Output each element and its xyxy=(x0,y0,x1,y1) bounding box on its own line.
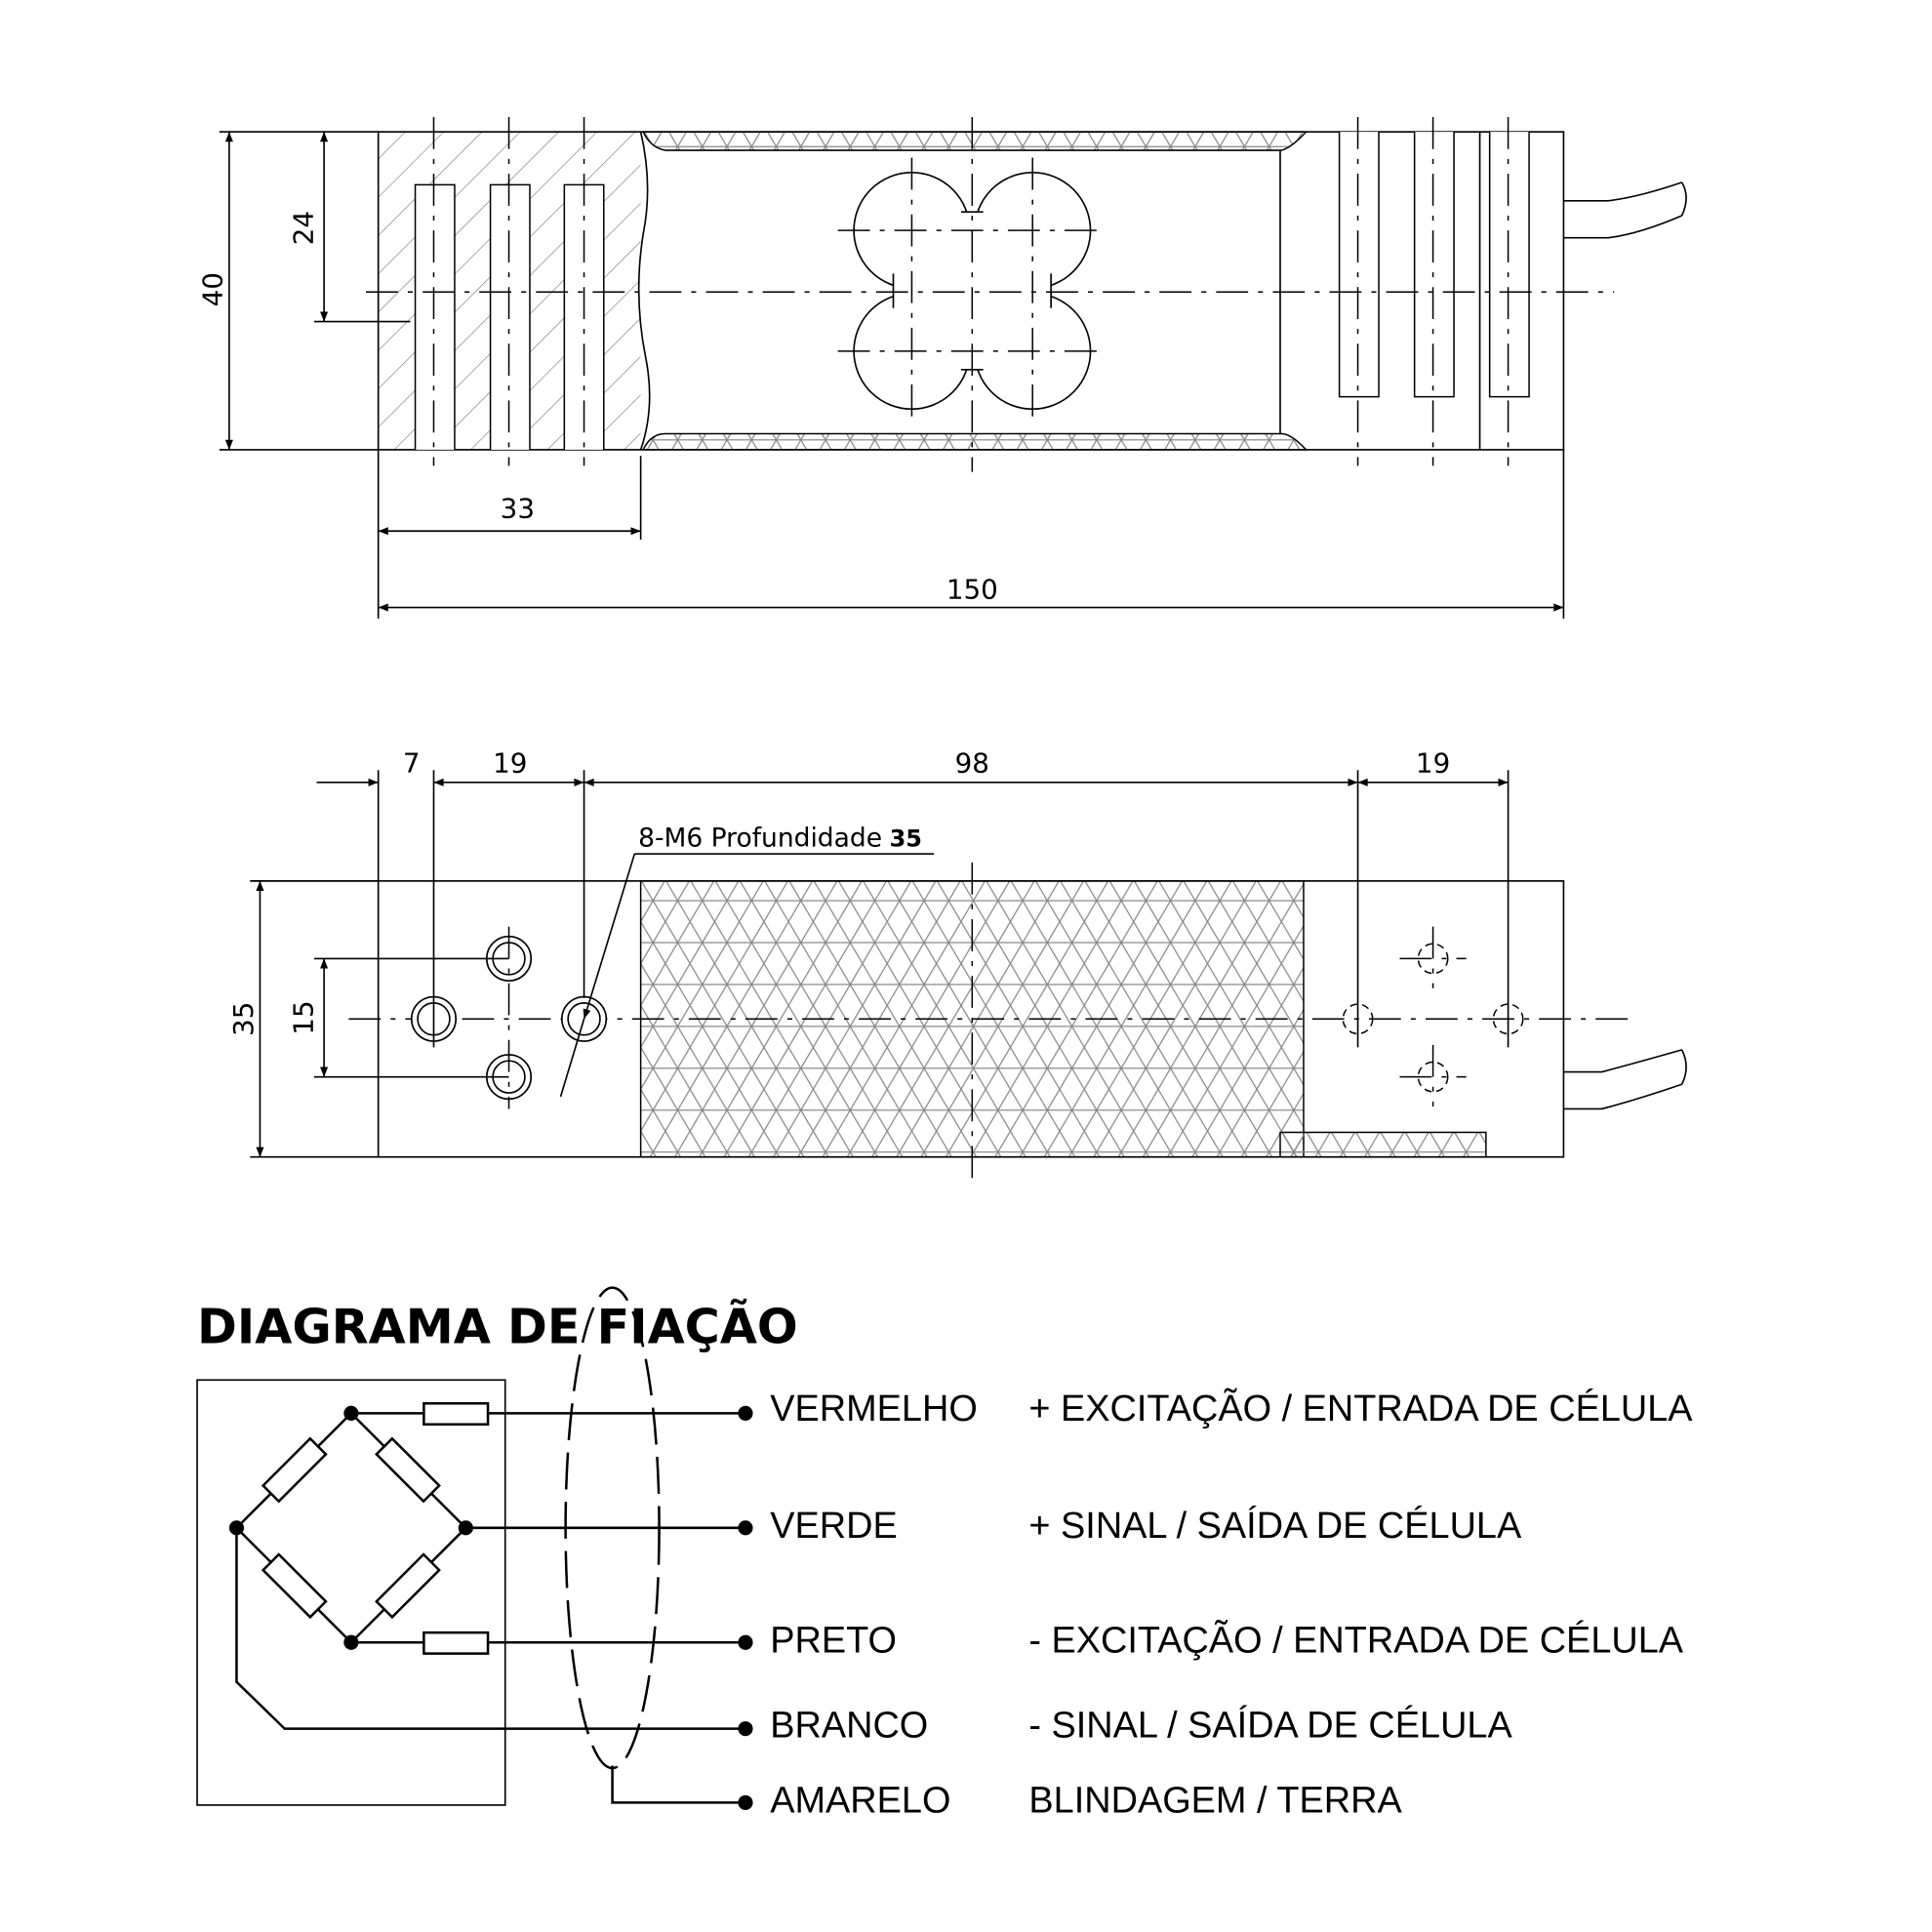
dim-width-35: 35 xyxy=(227,1002,260,1036)
cable-bottom xyxy=(1563,1049,1687,1110)
gauge-strip-top xyxy=(641,131,1308,151)
dim-7: 7 xyxy=(403,747,421,780)
wire-label-red: VERMELHO xyxy=(770,1389,978,1429)
wire-label-black: PRETO xyxy=(770,1620,897,1661)
dim-98: 98 xyxy=(955,747,989,780)
dim-height-24: 24 xyxy=(288,211,320,245)
gauge-strip-bottom xyxy=(641,432,1308,451)
wire-label-white: BRANCO xyxy=(770,1705,928,1746)
wire-label-green: VERDE xyxy=(770,1506,898,1547)
break-line xyxy=(637,131,651,451)
wiring-title: DIAGRAMA DE FIAÇÃO xyxy=(197,1297,798,1354)
wheatstone-bridge xyxy=(234,1402,745,1804)
wire-function-white: - SINAL / SAÍDA DE CÉLULA xyxy=(1028,1704,1512,1746)
nodes xyxy=(228,1405,753,1810)
top-view: 40 24 33 150 xyxy=(196,116,1687,619)
shield-ellipse xyxy=(564,1286,661,1770)
slots-right xyxy=(1338,132,1530,398)
dim-length-150: 150 xyxy=(946,574,998,606)
wire-function-green: + SINAL / SAÍDA DE CÉLULA xyxy=(1028,1505,1522,1547)
dim-offset-33: 33 xyxy=(501,492,535,524)
wire-function-black: - EXCITAÇÃO / ENTRADA DE CÉLULA xyxy=(1028,1619,1683,1661)
dim-19-right: 19 xyxy=(1416,747,1450,780)
cell-box xyxy=(196,1379,506,1806)
dim-height-40: 40 xyxy=(196,272,228,306)
cable-strip xyxy=(1279,1131,1487,1158)
wire-label-yellow: AMARELO xyxy=(770,1781,950,1822)
wire-function-red: + EXCITAÇÃO / ENTRADA DE CÉLULA xyxy=(1028,1388,1693,1429)
cable-top xyxy=(1563,181,1687,239)
dim-spacing-15: 15 xyxy=(288,1000,320,1034)
dim-19-left: 19 xyxy=(493,747,527,780)
threaded-holes xyxy=(410,935,608,1101)
wire-function-yellow: BLINDAGEM / TERRA xyxy=(1028,1781,1402,1822)
hidden-holes xyxy=(1342,943,1524,1093)
wiring-diagram: DIAGRAMA DE FIAÇÃO VERMELHO + EXCITAÇÃO … xyxy=(196,1286,1693,1822)
